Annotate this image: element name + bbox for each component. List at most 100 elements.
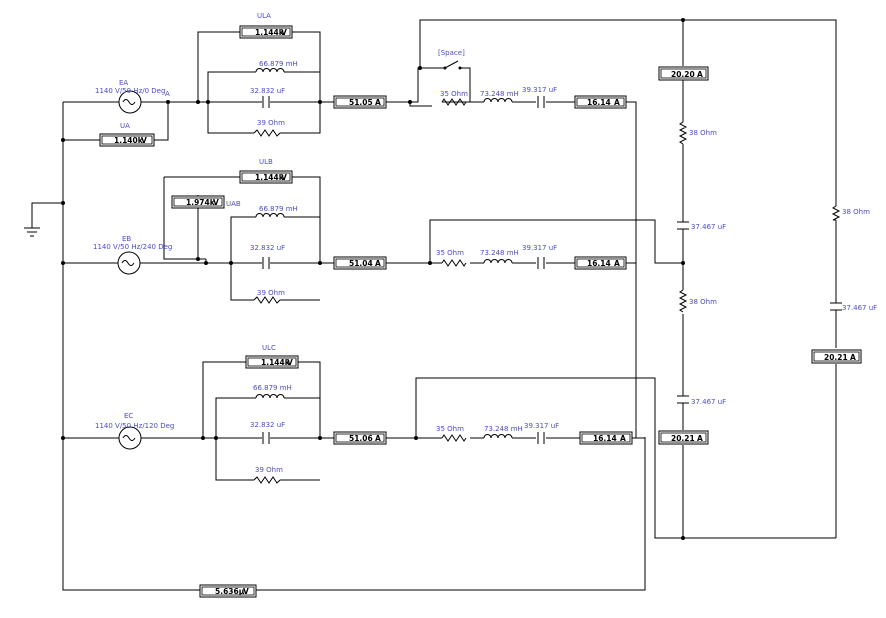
ammeter-load-b[interactable]: 51.04 A xyxy=(333,256,387,270)
line-resistor-a[interactable]: 35 Ohm xyxy=(440,90,468,106)
svg-text:1140 V/50 Hz/0 Deg: 1140 V/50 Hz/0 Deg xyxy=(95,87,165,95)
svg-text:20.21: 20.21 xyxy=(824,353,848,362)
svg-text:1140 V/50 Hz/240 Deg: 1140 V/50 Hz/240 Deg xyxy=(93,243,172,251)
svg-text:A: A xyxy=(375,259,381,268)
svg-text:32.832 uF: 32.832 uF xyxy=(250,421,285,429)
line-inductor-c[interactable]: 73.248 mH xyxy=(483,425,523,439)
svg-text:37.467 uF: 37.467 uF xyxy=(691,398,726,406)
voltmeter-uab[interactable]: 1.974k V UAB xyxy=(171,195,241,209)
svg-text:V: V xyxy=(281,28,287,37)
svg-text:V: V xyxy=(243,587,249,596)
delta-capacitor-3[interactable]: 37.467 uF xyxy=(830,302,877,312)
ammeter-line-a[interactable]: 16.14 A xyxy=(574,95,627,109)
svg-text:39.317 uF: 39.317 uF xyxy=(522,244,557,252)
svg-text:V: V xyxy=(213,198,219,207)
load-capacitor-b[interactable]: 32.832 uF xyxy=(250,244,285,269)
svg-text:EA: EA xyxy=(119,79,128,87)
svg-text:1.144k: 1.144k xyxy=(255,28,285,37)
ammeter-line-b[interactable]: 16.14 A xyxy=(574,256,627,270)
ammeter-delta-2[interactable]: 20.21 A xyxy=(658,430,709,445)
source-ea[interactable]: EA 1140 V/50 Hz/0 Deg A xyxy=(95,79,170,114)
load-inductor-a[interactable]: 66.879 mH xyxy=(255,60,298,73)
svg-text:66.879 mH: 66.879 mH xyxy=(259,60,298,68)
voltmeter-ulb[interactable]: ULB 1.144k V xyxy=(239,158,293,184)
junction-dots xyxy=(61,18,685,540)
line-capacitor-b[interactable]: 39.317 uF xyxy=(522,244,557,269)
svg-text:A: A xyxy=(697,434,703,443)
svg-text:5.636µ: 5.636µ xyxy=(215,587,245,596)
source-ec[interactable]: EC 1140 V/50 Hz/120 Deg xyxy=(95,412,174,450)
svg-text:1.974k: 1.974k xyxy=(186,198,216,207)
svg-text:A: A xyxy=(850,353,856,362)
svg-text:16.14: 16.14 xyxy=(587,98,611,107)
wiring xyxy=(24,19,837,591)
svg-text:35 Ohm: 35 Ohm xyxy=(436,249,464,257)
svg-text:A: A xyxy=(697,70,703,79)
svg-text:35 Ohm: 35 Ohm xyxy=(436,425,464,433)
svg-text:39.317 uF: 39.317 uF xyxy=(522,86,557,94)
svg-text:73.248 mH: 73.248 mH xyxy=(480,249,519,257)
delta-resistor-1[interactable]: 38 Ohm xyxy=(678,121,717,145)
svg-text:38 Ohm: 38 Ohm xyxy=(842,208,870,216)
voltmeter-ua[interactable]: UA 1.140k V xyxy=(99,122,155,147)
line-resistor-c[interactable]: 35 Ohm xyxy=(436,425,467,442)
svg-text:66.879 mH: 66.879 mH xyxy=(253,384,292,392)
svg-text:A: A xyxy=(620,434,626,443)
svg-text:37.467 uF: 37.467 uF xyxy=(691,223,726,231)
ammeter-load-a[interactable]: 51.05 A xyxy=(333,95,387,109)
svg-text:39 Ohm: 39 Ohm xyxy=(257,119,285,127)
line-inductor-b[interactable]: 73.248 mH xyxy=(480,249,519,264)
load-inductor-b[interactable]: 66.879 mH xyxy=(255,205,298,218)
delta-resistor-2[interactable]: 38 Ohm xyxy=(678,289,717,313)
line-capacitor-c[interactable]: 39.317 uF xyxy=(524,422,559,444)
svg-text:UAB: UAB xyxy=(226,200,241,208)
svg-text:A: A xyxy=(614,98,620,107)
svg-text:32.832 uF: 32.832 uF xyxy=(250,87,285,95)
svg-text:ULB: ULB xyxy=(259,158,273,166)
line-resistor-b[interactable]: 35 Ohm xyxy=(436,249,467,267)
svg-text:38 Ohm: 38 Ohm xyxy=(689,298,717,306)
svg-text:20.21: 20.21 xyxy=(671,434,695,443)
svg-text:1.140k: 1.140k xyxy=(114,136,144,145)
svg-text:38 Ohm: 38 Ohm xyxy=(689,129,717,137)
space-switch[interactable]: [Space] xyxy=(438,49,465,70)
svg-text:1.144k: 1.144k xyxy=(261,358,291,367)
svg-text:39.317 uF: 39.317 uF xyxy=(524,422,559,430)
svg-text:A: A xyxy=(165,90,170,98)
line-inductor-a[interactable]: 73.248 mH xyxy=(480,90,519,103)
load-capacitor-c[interactable]: 32.832 uF xyxy=(250,421,285,444)
svg-text:A: A xyxy=(375,434,381,443)
svg-text:51.06: 51.06 xyxy=(349,434,373,443)
svg-text:EB: EB xyxy=(122,235,131,243)
ammeter-line-c[interactable]: 16.14 A xyxy=(579,431,633,445)
voltmeter-ula[interactable]: ULA 1.144k V xyxy=(239,12,293,39)
source-eb[interactable]: EB 1140 V/50 Hz/240 Deg xyxy=(93,235,172,275)
svg-text:20.20: 20.20 xyxy=(671,70,695,79)
svg-text:[Space]: [Space] xyxy=(438,49,465,57)
svg-text:V: V xyxy=(281,173,287,182)
ammeter-load-c[interactable]: 51.06 A xyxy=(333,431,387,445)
svg-text:1.144k: 1.144k xyxy=(255,173,285,182)
delta-resistor-3[interactable]: 38 Ohm xyxy=(831,205,870,221)
ammeter-delta-1[interactable]: 20.20 A xyxy=(658,66,709,81)
svg-text:66.879 mH: 66.879 mH xyxy=(259,205,298,213)
load-resistor-c[interactable]: 39 Ohm xyxy=(253,466,283,484)
svg-text:EC: EC xyxy=(124,412,133,420)
svg-text:51.05: 51.05 xyxy=(349,98,373,107)
svg-text:73.248 mH: 73.248 mH xyxy=(484,425,523,433)
delta-capacitor-2[interactable]: 37.467 uF xyxy=(677,395,726,406)
voltmeter-bottom[interactable]: 5.636µ V xyxy=(199,584,257,598)
ammeter-delta-3[interactable]: 20.21 A xyxy=(811,349,862,364)
svg-text:32.832 uF: 32.832 uF xyxy=(250,244,285,252)
svg-text:A: A xyxy=(614,259,620,268)
svg-text:ULC: ULC xyxy=(262,344,276,352)
line-capacitor-a[interactable]: 39.317 uF xyxy=(522,86,557,108)
svg-text:35 Ohm: 35 Ohm xyxy=(440,90,468,98)
load-capacitor-a[interactable]: 32.832 uF xyxy=(250,87,285,108)
load-resistor-b[interactable]: 39 Ohm xyxy=(253,289,285,304)
voltmeter-ulc[interactable]: ULC 1.144k V xyxy=(245,344,299,369)
delta-capacitor-1[interactable]: 37.467 uF xyxy=(677,221,726,231)
load-inductor-c[interactable]: 66.879 mH xyxy=(253,384,292,399)
load-resistor-a[interactable]: 39 Ohm xyxy=(253,119,285,137)
